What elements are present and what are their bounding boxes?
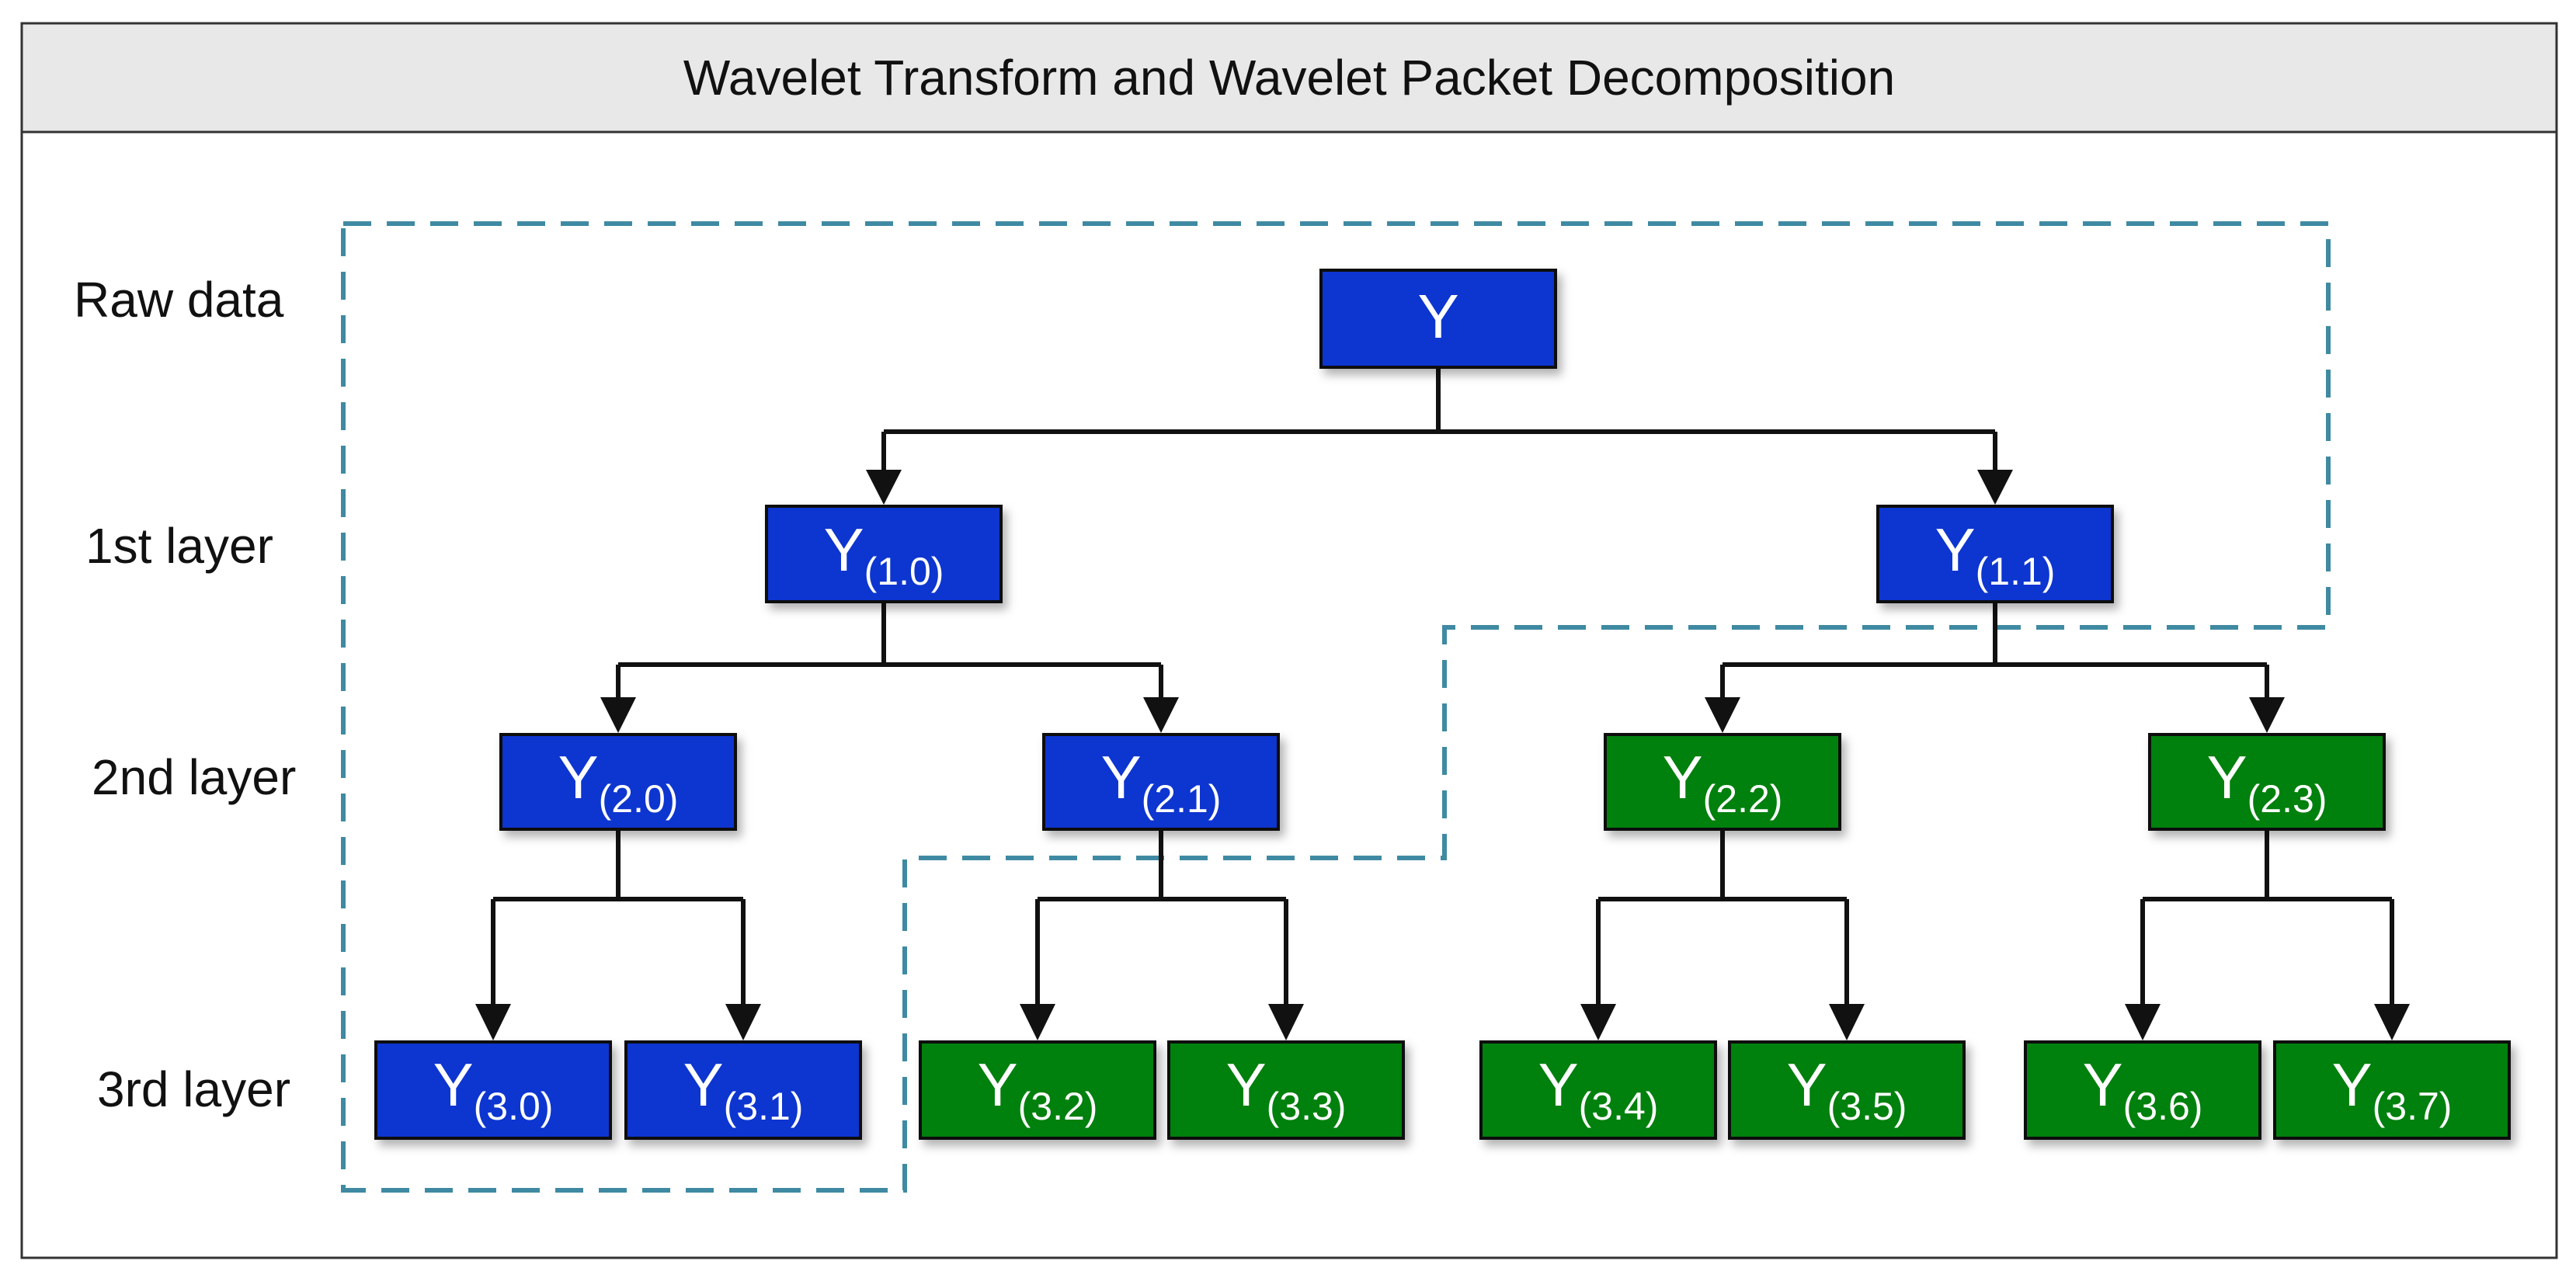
connectors <box>491 367 2394 1004</box>
arrowhead-n3-7 <box>2374 1004 2410 1040</box>
node-2-3-main: Y <box>2207 743 2247 811</box>
arrowhead-n3-4 <box>1580 1004 1616 1040</box>
node-1-0-main: Y <box>824 516 864 584</box>
node-3-6-sub: (3.6) <box>2123 1085 2203 1128</box>
node-root: Y <box>1319 269 1557 369</box>
node-3-5: Y(3.5) <box>1728 1040 1966 1140</box>
arrowhead-n3-0 <box>475 1004 511 1040</box>
node-2-1: Y(2.1) <box>1042 733 1280 831</box>
node-2-0-sub: (2.0) <box>599 777 679 821</box>
node-3-1: Y(3.1) <box>624 1040 862 1140</box>
node-2-2-sub: (2.2) <box>1703 777 1783 821</box>
node-1-1-main: Y <box>1935 516 1976 584</box>
node-2-3: Y(2.3) <box>2148 733 2386 831</box>
node-2-3-sub: (2.3) <box>2247 777 2327 821</box>
arrowhead-n3-2 <box>1020 1004 1055 1040</box>
arrowhead-n3-6 <box>2125 1004 2161 1040</box>
arrowhead-n3-1 <box>725 1004 761 1040</box>
svg-text:Y(1.0): Y(1.0) <box>824 516 944 593</box>
node-1-1: Y(1.1) <box>1876 505 2114 603</box>
svg-text:Y(2.3): Y(2.3) <box>2207 743 2327 821</box>
node-3-0: Y(3.0) <box>374 1040 612 1140</box>
svg-text:Y(3.2): Y(3.2) <box>978 1051 1098 1128</box>
node-2-1-main: Y <box>1101 743 1142 811</box>
node-3-3-sub: (3.3) <box>1267 1085 1347 1128</box>
svg-text:Y(2.1): Y(2.1) <box>1101 743 1222 821</box>
arrowhead-n2-2 <box>1705 697 1740 733</box>
arrowhead-n1-1 <box>1977 470 2013 505</box>
svg-text:Y(3.7): Y(3.7) <box>2332 1051 2453 1128</box>
node-3-2: Y(3.2) <box>919 1040 1156 1140</box>
node-3-6: Y(3.6) <box>2024 1040 2261 1140</box>
node-3-3-main: Y <box>1226 1051 1267 1119</box>
node-3-3: Y(3.3) <box>1167 1040 1405 1140</box>
arrowhead-n2-1 <box>1143 697 1179 733</box>
node-3-2-sub: (3.2) <box>1018 1085 1098 1128</box>
arrowhead-n2-3 <box>2249 697 2285 733</box>
svg-text:Y(2.2): Y(2.2) <box>1663 743 1783 821</box>
node-3-7: Y(3.7) <box>2273 1040 2511 1140</box>
node-3-6-main: Y <box>2083 1051 2123 1119</box>
svg-text:Y(1.1): Y(1.1) <box>1935 516 2056 593</box>
node-3-0-sub: (3.0) <box>474 1085 554 1128</box>
node-3-4-main: Y <box>1538 1051 1579 1119</box>
node-3-0-main: Y <box>433 1051 474 1119</box>
node-3-7-main: Y <box>2332 1051 2373 1119</box>
diagram-title: Wavelet Transform and Wavelet Packet Dec… <box>683 50 1895 106</box>
title-bar <box>20 22 2558 134</box>
node-2-2: Y(2.2) <box>1604 733 1841 831</box>
arrowheads <box>475 470 2410 1040</box>
node-3-7-sub: (3.7) <box>2373 1085 2453 1128</box>
node-1-1-sub: (1.1) <box>1976 550 2056 593</box>
node-3-4: Y(3.4) <box>1479 1040 1717 1140</box>
node-3-4-sub: (3.4) <box>1579 1085 1659 1128</box>
node-2-1-sub: (2.1) <box>1142 777 1222 821</box>
node-1-0-sub: (1.0) <box>864 550 944 593</box>
svg-text:Y(3.1): Y(3.1) <box>683 1051 804 1128</box>
layer-label-raw: Raw data <box>74 272 284 328</box>
node-2-0: Y(2.0) <box>499 733 737 831</box>
wavelet-transform-outline <box>341 221 2331 1193</box>
layer-label-2nd: 2nd layer <box>92 749 296 805</box>
nodes: Y Y(1.0) Y(1.1) Y(2.0) Y(2.1) <box>374 269 2511 1140</box>
svg-text:Y(3.0): Y(3.0) <box>433 1051 554 1128</box>
node-root-label: Y <box>1417 282 1458 351</box>
arrowhead-n1-0 <box>866 470 902 505</box>
node-3-5-main: Y <box>1787 1051 1827 1119</box>
node-3-1-sub: (3.1) <box>724 1085 804 1128</box>
arrowhead-n3-5 <box>1829 1004 1865 1040</box>
svg-text:Y(3.4): Y(3.4) <box>1538 1051 1659 1128</box>
node-1-0: Y(1.0) <box>765 505 1003 603</box>
arrowhead-n3-3 <box>1268 1004 1304 1040</box>
layer-label-3rd: 3rd layer <box>97 1061 290 1117</box>
node-3-2-main: Y <box>978 1051 1018 1119</box>
svg-text:Y(3.3): Y(3.3) <box>1226 1051 1347 1128</box>
svg-text:Y(3.6): Y(3.6) <box>2083 1051 2203 1128</box>
svg-text:Y(2.0): Y(2.0) <box>558 743 679 821</box>
node-3-5-sub: (3.5) <box>1827 1085 1907 1128</box>
svg-text:Y(3.5): Y(3.5) <box>1787 1051 1907 1128</box>
arrowhead-n2-0 <box>600 697 636 733</box>
node-2-2-main: Y <box>1663 743 1703 811</box>
node-3-1-main: Y <box>683 1051 724 1119</box>
node-2-0-main: Y <box>558 743 599 811</box>
layer-label-1st: 1st layer <box>85 518 273 574</box>
